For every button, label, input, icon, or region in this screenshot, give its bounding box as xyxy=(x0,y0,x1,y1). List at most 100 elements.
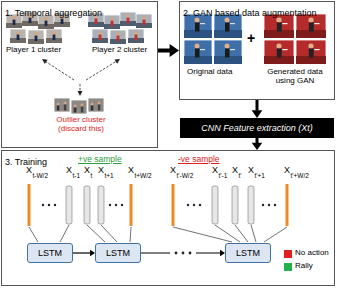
cluster-arrows xyxy=(80,84,81,91)
lstm-ellipsis-dots xyxy=(189,252,192,255)
process-box: CNN Feature extraction (Xt) xyxy=(180,118,334,138)
player2-photos xyxy=(110,30,126,44)
feature-lines xyxy=(235,225,248,242)
lstm-box: LSTM xyxy=(27,243,73,263)
feature-symbol: X xyxy=(98,166,104,176)
cluster-arrows xyxy=(46,62,74,80)
feature-bars xyxy=(248,186,254,224)
cluster-arrows xyxy=(86,62,116,80)
plus-sign: + xyxy=(247,31,255,46)
sample-label: -ve sample xyxy=(178,155,220,164)
outlier-photos xyxy=(71,100,87,114)
legend-text: No action xyxy=(295,249,329,258)
lstm-ellipsis-dots xyxy=(170,248,196,258)
box-label: LSTM xyxy=(106,248,130,258)
lstm-box: LSTM xyxy=(225,243,271,263)
generated-photos xyxy=(264,40,294,64)
feature-symbol: X xyxy=(248,166,254,176)
cluster-label: Player 1 cluster xyxy=(6,46,61,55)
feature-subscript: t'-W/2 xyxy=(177,172,194,179)
connector-arrow xyxy=(73,250,95,257)
stage-title: 1. Temporal aggregation xyxy=(2,7,105,21)
legend-swatch xyxy=(284,250,292,258)
feature-subscript: t+W/2 xyxy=(135,172,152,179)
feature-subscript: t'-1 xyxy=(219,172,228,179)
outlier-photos xyxy=(54,98,104,114)
feature-subscript: t'+W/2 xyxy=(291,172,309,179)
ellipsis-dots xyxy=(121,204,123,206)
legend-swatch xyxy=(284,263,292,271)
feature-bars xyxy=(84,186,90,224)
lstm-ellipsis-dots xyxy=(182,252,185,255)
ellipsis-dots xyxy=(42,204,44,206)
feature-bars xyxy=(98,186,104,224)
connector-line xyxy=(256,100,259,111)
ellipsis-dots xyxy=(274,204,276,206)
player1-photos xyxy=(10,29,26,43)
feature-lines xyxy=(29,227,38,242)
lstm-ellipsis-dots xyxy=(170,248,196,258)
original-photos xyxy=(184,14,242,64)
ellipsis-dots xyxy=(48,204,50,206)
lstm-ellipsis-dots xyxy=(175,252,178,255)
player1-photos xyxy=(46,29,62,43)
feature-lines xyxy=(215,225,240,242)
stage-title: 2. GAN based data augmentation xyxy=(180,7,320,21)
window-bounds xyxy=(28,184,289,226)
connector-line xyxy=(256,138,259,143)
ellipsis-dots xyxy=(199,204,201,206)
connector-arrow xyxy=(158,44,179,57)
feature-symbol: X xyxy=(232,166,238,176)
ellipsis-dots xyxy=(262,204,264,206)
outlier-photos xyxy=(88,98,104,112)
box-label: LSTM xyxy=(38,248,62,258)
connector-arrow xyxy=(252,100,263,118)
feature-symbol: X xyxy=(212,166,218,176)
cluster-arrowheads xyxy=(42,59,48,64)
feature-lines xyxy=(173,227,232,242)
connector-arrow xyxy=(252,138,263,150)
player2-photos xyxy=(136,14,152,28)
player1-photos xyxy=(28,30,44,44)
feature-bars xyxy=(66,186,254,224)
cluster-arrowheads xyxy=(115,59,121,64)
feature-symbol: X xyxy=(26,166,32,176)
feature-symbol: X xyxy=(128,166,134,176)
original-photos xyxy=(184,40,212,64)
cluster-arrows xyxy=(46,62,116,91)
ellipsis-dots xyxy=(42,204,276,206)
feature-subscript: t'+1 xyxy=(255,172,265,179)
feature-lines xyxy=(60,225,69,242)
feature-subscript: t-1 xyxy=(73,172,81,179)
ellipsis-dots xyxy=(109,204,111,206)
data-label: Original data xyxy=(187,68,232,77)
lstm-box: LSTM xyxy=(95,243,141,263)
generated-photos xyxy=(264,14,326,64)
legend-text: Rally xyxy=(295,262,313,271)
outlier-photos xyxy=(54,98,70,112)
ellipsis-dots xyxy=(268,204,270,206)
feature-lines xyxy=(29,225,287,242)
connector-line xyxy=(73,252,91,253)
feature-symbol: X xyxy=(66,166,72,176)
cluster-arrowheads xyxy=(78,91,83,96)
feature-subscript: t xyxy=(91,172,93,179)
feature-lines xyxy=(130,227,131,242)
box-label: CNN Feature extraction (Xt) xyxy=(201,123,313,133)
feature-bars xyxy=(66,186,72,224)
arrowhead xyxy=(252,143,263,150)
cluster-label: Outlier cluster (discard this) xyxy=(47,116,115,134)
player2-photos xyxy=(104,15,120,29)
arrowhead xyxy=(252,110,263,118)
player2-photos xyxy=(120,12,136,26)
feature-subscript: t+1 xyxy=(105,172,114,179)
feature-subscript: t-W/2 xyxy=(33,172,49,179)
cluster-arrowheads xyxy=(42,59,120,96)
feature-lines xyxy=(101,225,117,242)
feature-symbol: X xyxy=(170,166,176,176)
window-bounds xyxy=(28,184,31,226)
ellipsis-dots xyxy=(54,204,56,206)
window-bounds xyxy=(130,184,133,226)
feature-lines xyxy=(264,227,287,242)
box-label: LSTM xyxy=(236,248,260,258)
